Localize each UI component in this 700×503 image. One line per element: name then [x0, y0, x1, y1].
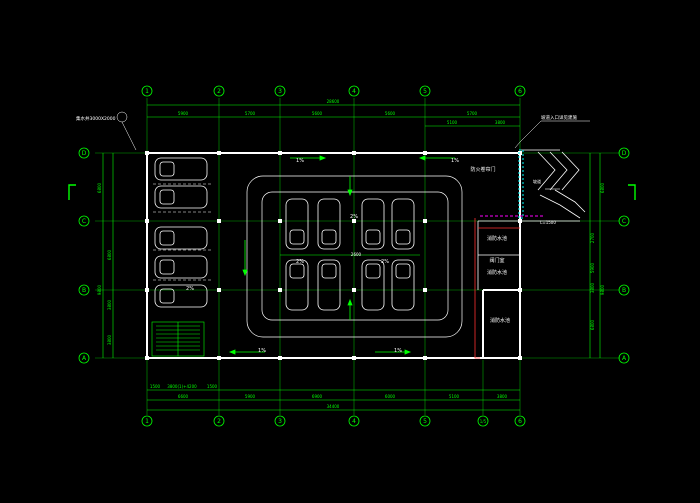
dim-bottom2-6: 3800 [497, 394, 508, 399]
axis-label-6-top: 6 [518, 88, 522, 95]
axis-label-B-left: B [82, 287, 86, 294]
axis-label-D-left: D [82, 150, 87, 157]
slope-inner-1: 2% [350, 214, 358, 220]
ramp-cyan-edge [518, 149, 524, 219]
center-parking-cars [285, 198, 415, 311]
axis-label-1-bottom: 1 [145, 418, 149, 425]
dim-top2-1: 5100 [447, 120, 458, 125]
column-axis-bubbles [78, 85, 630, 427]
parking-line-dashes [153, 183, 213, 281]
section-marker-right [628, 184, 636, 200]
dim-bottom2-3: 6900 [312, 394, 323, 399]
room-water-label: 消防水池 [487, 269, 507, 276]
slope-bottom-right: 1% [394, 348, 402, 354]
axis-label-A-right: A [622, 355, 627, 362]
dim-left-outer-2: 9800 [97, 284, 102, 295]
axis-label-4-bottom: 4 [352, 418, 356, 425]
dim-bottom-total: 34400 [327, 404, 340, 409]
dim-right-inner-4: 6800 [590, 319, 595, 330]
leader-lines [116, 111, 590, 151]
ramp-entrance [520, 149, 586, 222]
section-marker-left [68, 184, 76, 200]
dim-left-inner-1: 3800 [107, 299, 112, 310]
slope-left: 2% [186, 286, 194, 292]
left-parking-cars [154, 157, 208, 308]
slope-center: 2600 [351, 252, 362, 257]
columns [145, 151, 522, 360]
slope-inner-3: 2% [296, 259, 304, 265]
dim-top-2: 5700 [245, 111, 256, 116]
axis-label-1-top: 1 [145, 88, 149, 95]
dim-top-total: 28600 [327, 99, 340, 104]
slope-bottom-left: 1% [258, 348, 266, 354]
room-valve-label: 阀门室 [489, 257, 504, 264]
axis-label-2-top: 2 [217, 88, 221, 95]
dim-right-outer-2: 9800 [600, 284, 605, 295]
slope-top-right: 1% [451, 158, 459, 164]
dim-right-inner-3: 3800 [590, 282, 595, 293]
dim-bottom2-4: 6000 [385, 394, 396, 399]
drive-aisle [246, 175, 463, 338]
dimension-lines [102, 104, 601, 411]
dim-top-1: 5900 [178, 111, 189, 116]
dim-left-inner-3: 3800 [107, 334, 112, 345]
axis-label-C-left: C [82, 218, 86, 225]
dim-right-inner-2: 5900 [590, 262, 595, 273]
axis-label-4-top: 4 [352, 88, 356, 95]
pipe-lines [474, 218, 520, 359]
axis-label-2-bottom: 2 [217, 418, 221, 425]
dim-bottom-3: 1500 [207, 384, 218, 389]
axis-label-5-bottom: 5 [423, 418, 427, 425]
axis-label-extra-bottom: 1/5 [480, 419, 487, 424]
axis-label-6-bottom: 6 [518, 418, 522, 425]
dim-bottom2-5: 5100 [449, 394, 460, 399]
slope-inner-2: 2% [381, 259, 389, 265]
axis-label-D-right: D [622, 150, 627, 157]
axis-label-A-left: A [82, 355, 87, 362]
dim-bottom-1: 1500 [150, 384, 161, 389]
room-water-tank-label: 消防水池 [490, 317, 510, 324]
axis-label-B-right: B [622, 287, 626, 294]
stair [151, 321, 205, 357]
axis-label-C-right: C [622, 218, 626, 225]
axis-label-3-top: 3 [278, 88, 282, 95]
dim-top2-2: 3800 [495, 120, 506, 125]
room-pump-label: 消防水池 [487, 235, 507, 242]
outer-walls [146, 152, 521, 359]
dim-left-inner-2: 6800 [107, 249, 112, 260]
room-fire-door-label: 防火卷帘门 [470, 166, 495, 173]
dim-right-inner-1: 2700 [590, 232, 595, 243]
note-top-right: 坡道入口详见建施 [541, 114, 577, 121]
axis-label-3-bottom: 3 [278, 418, 282, 425]
dim-left-outer-1: 6800 [97, 182, 102, 193]
dim-top-3: 5600 [312, 111, 323, 116]
slope-top-left: 1% [296, 158, 304, 164]
note-top-left: 集水井3000X2000 [76, 115, 116, 122]
dim-top-4: 5600 [385, 111, 396, 116]
dim-bottom2-2: 5900 [245, 394, 256, 399]
ramp-note: 坡道 [533, 178, 541, 184]
dim-bottom-2: 3800(1)+4200 [167, 384, 197, 389]
dim-top-5: 5700 [467, 111, 478, 116]
axis-label-5-top: 5 [423, 88, 427, 95]
dim-bottom2-1: 6600 [178, 394, 189, 399]
dim-right-outer-1: 6800 [600, 182, 605, 193]
right-rooms [477, 220, 520, 290]
entry-note: L=1500 [540, 220, 556, 225]
flow-arrows [228, 155, 455, 355]
